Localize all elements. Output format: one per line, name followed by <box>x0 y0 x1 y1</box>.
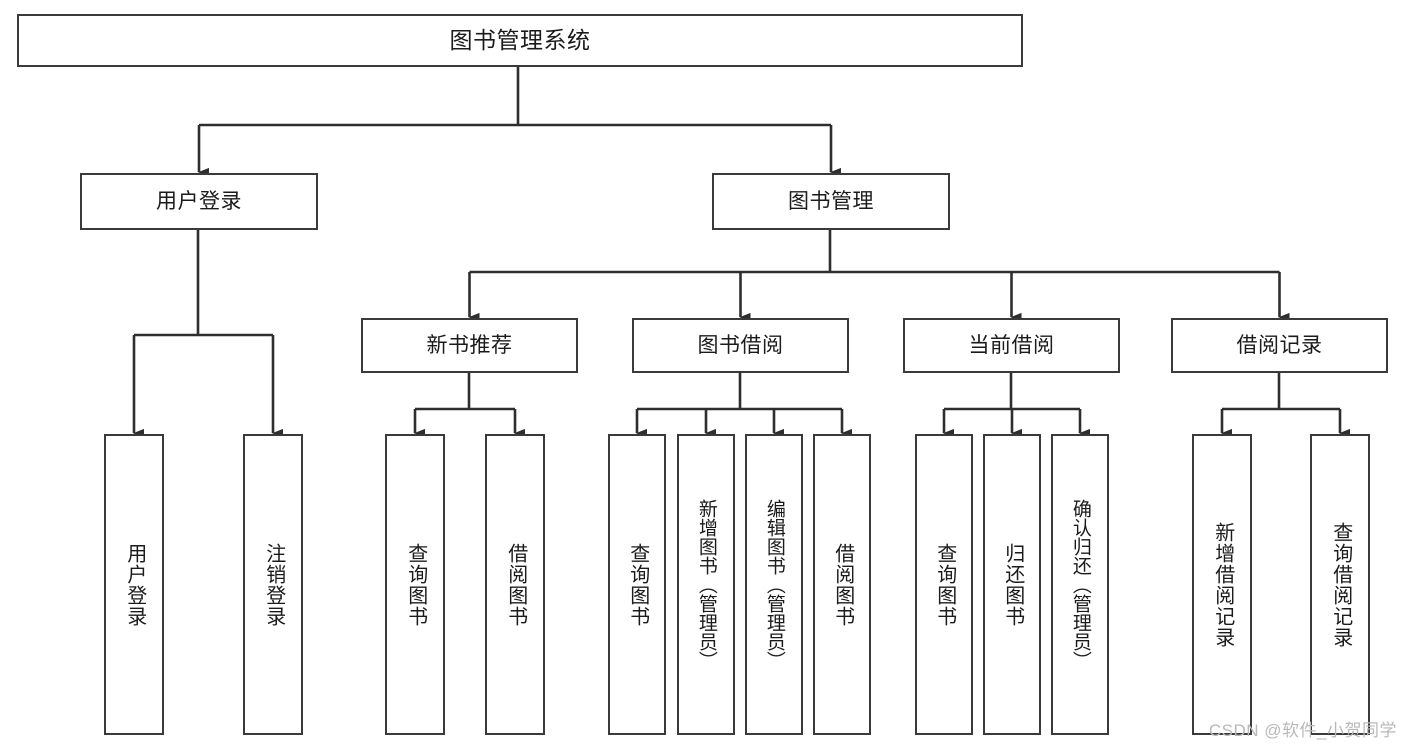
leaf-node-leaf-add-book-label: 新增图书（管理员） <box>695 499 717 670</box>
level2-node-user-login-label: 用户登录 <box>156 190 242 213</box>
leaf-node-leaf-query-book-borrow-label: 查询图书 <box>626 542 649 627</box>
leaf-node-leaf-add-book[interactable]: 新增图书（管理员） <box>677 434 735 735</box>
root-node-system-label: 图书管理系统 <box>449 27 591 53</box>
leaf-node-leaf-confirm-return-label: 确认归还（管理员） <box>1069 499 1091 670</box>
leaf-node-leaf-logout-label: 注销登录 <box>262 542 285 627</box>
leaf-node-leaf-query-book-rec[interactable]: 查询图书 <box>385 434 445 735</box>
level3-node-current-borrow[interactable]: 当前借阅 <box>903 318 1120 373</box>
leaf-node-leaf-query-book-borrow[interactable]: 查询图书 <box>608 434 666 735</box>
level3-node-new-book-rec[interactable]: 新书推荐 <box>361 318 578 373</box>
leaf-node-leaf-query-book-rec-label: 查询图书 <box>404 542 427 627</box>
leaf-node-leaf-query-record[interactable]: 查询借阅记录 <box>1310 434 1370 735</box>
level2-node-book-mgmt[interactable]: 图书管理 <box>712 173 950 230</box>
level3-node-borrow-record[interactable]: 借阅记录 <box>1171 318 1388 373</box>
level3-node-current-borrow-label: 当前借阅 <box>968 334 1055 357</box>
level3-node-new-book-rec-label: 新书推荐 <box>426 334 513 357</box>
leaf-node-leaf-return-book-label: 归还图书 <box>1001 542 1024 627</box>
leaf-node-leaf-add-record-label: 新增借阅记录 <box>1211 521 1234 648</box>
leaf-node-leaf-query-record-label: 查询借阅记录 <box>1329 521 1352 648</box>
root-node-system[interactable]: 图书管理系统 <box>17 14 1023 67</box>
level3-node-book-borrow[interactable]: 图书借阅 <box>632 318 849 373</box>
leaf-node-leaf-logout[interactable]: 注销登录 <box>243 434 303 735</box>
level3-node-borrow-record-label: 借阅记录 <box>1236 334 1323 357</box>
leaf-node-leaf-borrow-book[interactable]: 借阅图书 <box>813 434 871 735</box>
level2-node-book-mgmt-label: 图书管理 <box>788 190 874 213</box>
watermark-text: CSDN @软件_小贺同学 <box>1208 721 1397 740</box>
level2-node-user-login[interactable]: 用户登录 <box>80 173 318 230</box>
leaf-node-leaf-user-login[interactable]: 用户登录 <box>104 434 164 735</box>
level3-node-book-borrow-label: 图书借阅 <box>697 334 784 357</box>
leaf-node-leaf-edit-book[interactable]: 编辑图书（管理员） <box>745 434 803 735</box>
leaf-node-leaf-borrow-book-label: 借阅图书 <box>831 542 854 627</box>
leaf-node-leaf-query-book-current-label: 查询图书 <box>933 542 956 627</box>
leaf-node-leaf-query-book-current[interactable]: 查询图书 <box>915 434 973 735</box>
leaf-node-leaf-edit-book-label: 编辑图书（管理员） <box>763 499 785 670</box>
leaf-node-leaf-borrow-book-rec[interactable]: 借阅图书 <box>485 434 545 735</box>
leaf-node-leaf-user-login-label: 用户登录 <box>123 542 146 627</box>
leaf-node-leaf-confirm-return[interactable]: 确认归还（管理员） <box>1051 434 1109 735</box>
leaf-node-leaf-borrow-book-rec-label: 借阅图书 <box>504 542 527 627</box>
leaf-node-leaf-return-book[interactable]: 归还图书 <box>983 434 1041 735</box>
leaf-node-leaf-add-record[interactable]: 新增借阅记录 <box>1192 434 1252 735</box>
